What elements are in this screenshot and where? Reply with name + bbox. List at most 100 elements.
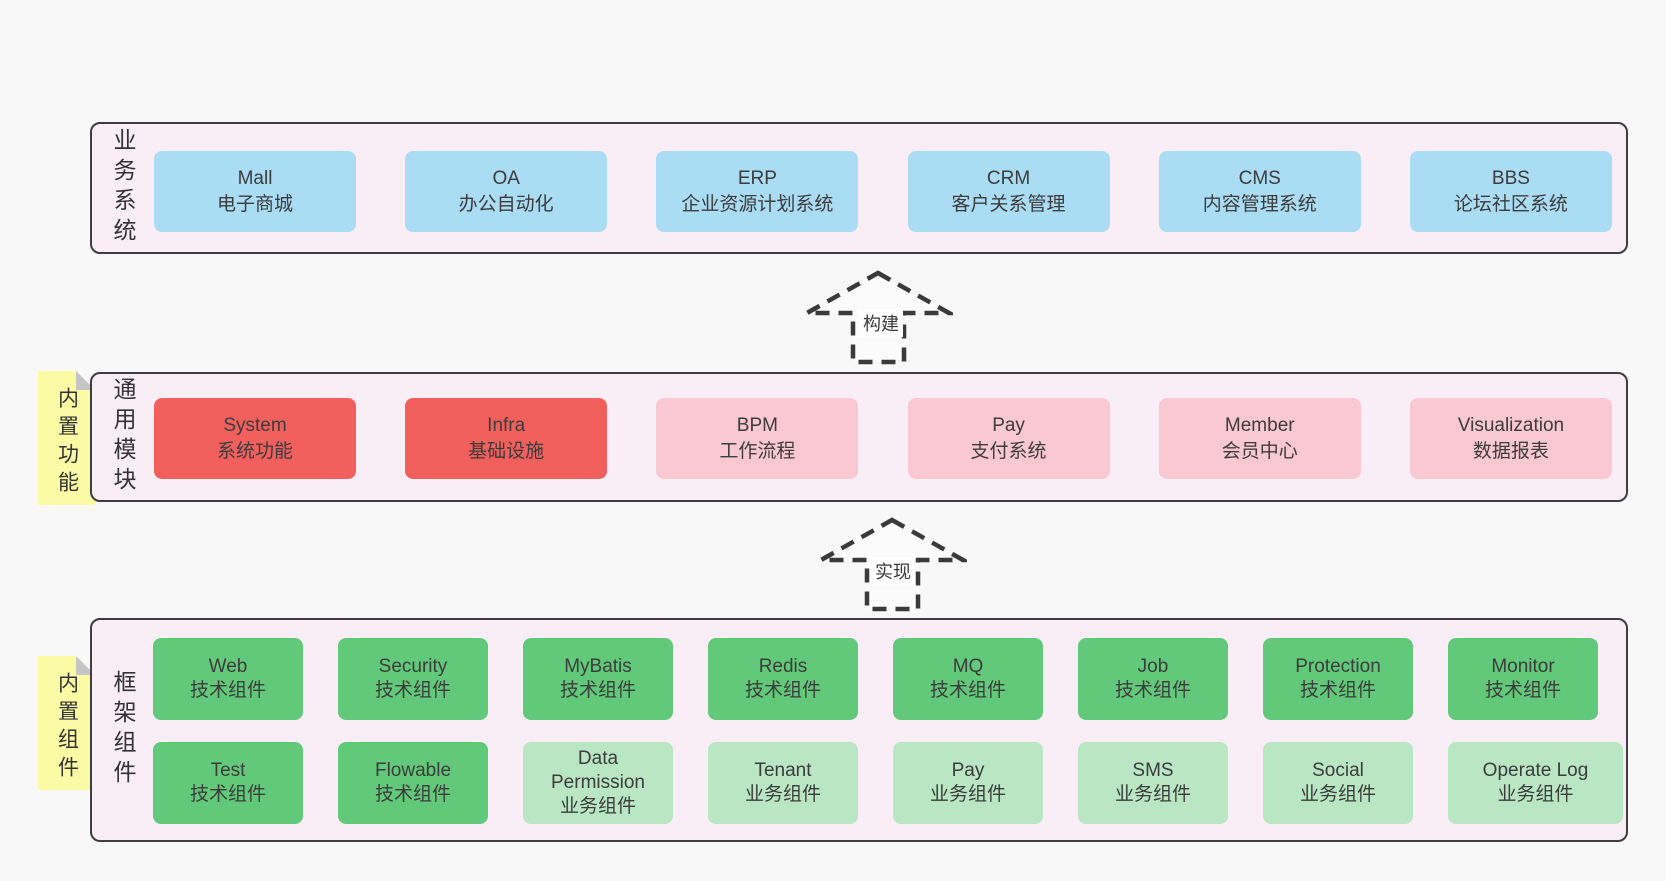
box-title: Protection <box>1295 656 1381 677</box>
band-components-label: 框架组件 <box>110 670 136 790</box>
box-bbs: BBS 论坛社区系统 <box>1409 151 1612 232</box>
box-title: Flowable <box>374 760 452 781</box>
box-subtitle: 技术组件 <box>1299 680 1376 701</box>
box-subtitle: 技术组件 <box>559 680 636 701</box>
box-subtitle: 支付系统 <box>970 440 1047 462</box>
box-title: Operate Log <box>1482 760 1589 781</box>
box-title: Pay <box>992 414 1025 436</box>
box-subtitle: 技术组件 <box>1114 680 1191 701</box>
box-social: Social 业务组件 <box>1263 742 1413 824</box>
box-subtitle: 企业资源计划系统 <box>681 193 834 215</box>
box-subtitle: 论坛社区系统 <box>1453 193 1568 215</box>
band-business-label: 业务系统 <box>110 128 136 248</box>
box-operate-log: Operate Log 业务组件 <box>1448 742 1623 824</box>
box-title: System <box>223 414 287 436</box>
box-subtitle: 基础设施 <box>468 440 545 462</box>
box-monitor: Monitor 技术组件 <box>1448 638 1598 720</box>
box-security: Security 技术组件 <box>338 638 488 720</box>
box-title: Pay <box>951 760 985 781</box>
box-title: BPM <box>736 414 778 436</box>
box-subtitle: 技术组件 <box>189 680 266 701</box>
box-title: Redis <box>758 656 808 677</box>
box-title: BBS <box>1491 167 1530 189</box>
box-subtitle: 技术组件 <box>189 784 266 805</box>
sticky-note-built-in-components: 内置组件 <box>38 656 95 790</box>
components-row-2: Test 技术组件 Flowable 技术组件 Data Permission … <box>153 742 1623 824</box>
box-subtitle: 系统功能 <box>216 440 293 462</box>
box-title: CMS <box>1238 167 1281 189</box>
note-text: 内置组件 <box>55 672 79 784</box>
box-subtitle: 数据报表 <box>1472 440 1549 462</box>
box-web: Web 技术组件 <box>153 638 303 720</box>
box-title: SMS <box>1132 760 1174 781</box>
build-arrow-label: 构建 <box>859 309 903 337</box>
modules-box-row: System 系统功能 Infra 基础设施 BPM 工作流程 Pay 支付系统… <box>154 398 1612 479</box>
box-title: Security <box>378 656 448 677</box>
box-title: Job <box>1137 656 1169 677</box>
box-redis: Redis 技术组件 <box>708 638 858 720</box>
box-mq: MQ 技术组件 <box>893 638 1043 720</box>
box-subtitle: 客户关系管理 <box>951 193 1066 215</box>
box-subtitle: 技术组件 <box>1484 680 1561 701</box>
box-member: Member 会员中心 <box>1158 398 1361 479</box>
box-title: ERP <box>737 167 777 189</box>
box-tenant: Tenant 业务组件 <box>708 742 858 824</box>
box-title: Social <box>1312 760 1364 781</box>
box-subtitle: 技术组件 <box>744 680 821 701</box>
band-framework-components: 框架组件 Web 技术组件 Security 技术组件 MyBatis 技术组件… <box>90 618 1628 842</box>
box-subtitle: 业务组件 <box>1299 784 1376 805</box>
box-cms: CMS 内容管理系统 <box>1158 151 1361 232</box>
box-title: Member <box>1224 414 1295 436</box>
box-subtitle: 业务组件 <box>559 796 636 817</box>
box-infra: Infra 基础设施 <box>405 398 608 479</box>
components-row-1: Web 技术组件 Security 技术组件 MyBatis 技术组件 Redi… <box>153 638 1598 720</box>
box-subtitle: 办公自动化 <box>458 193 554 215</box>
band-modules-label: 通用模块 <box>110 377 136 497</box>
box-subtitle: 工作流程 <box>719 440 796 462</box>
box-bpm: BPM 工作流程 <box>656 398 859 479</box>
box-title: Visualization <box>1457 414 1565 436</box>
box-flowable: Flowable 技术组件 <box>338 742 488 824</box>
implement-arrow-label: 实现 <box>871 557 915 585</box>
box-protection: Protection 技术组件 <box>1263 638 1413 720</box>
box-data-permission: Data Permission 业务组件 <box>523 742 673 824</box>
box-title: Infra <box>487 414 526 436</box>
box-pay: Pay 支付系统 <box>907 398 1110 479</box>
band-common-modules: 通用模块 System 系统功能 Infra 基础设施 BPM 工作流程 Pay… <box>90 372 1628 502</box>
box-subtitle: 技术组件 <box>374 784 451 805</box>
sticky-note-built-in-features: 内置功能 <box>38 371 95 505</box>
box-title: Tenant <box>754 760 812 781</box>
box-test: Test 技术组件 <box>153 742 303 824</box>
box-subtitle: 会员中心 <box>1221 440 1298 462</box>
box-title: OA <box>492 167 520 189</box>
box-mybatis: MyBatis 技术组件 <box>523 638 673 720</box>
box-subtitle: 电子商城 <box>216 193 293 215</box>
box-crm: CRM 客户关系管理 <box>907 151 1110 232</box>
business-box-row: Mall 电子商城 OA 办公自动化 ERP 企业资源计划系统 CRM 客户关系… <box>154 151 1612 232</box>
box-pay-component: Pay 业务组件 <box>893 742 1043 824</box>
box-oa: OA 办公自动化 <box>405 151 608 232</box>
box-title: MyBatis <box>564 656 632 677</box>
note-text: 内置功能 <box>55 387 79 499</box>
box-visualization: Visualization 数据报表 <box>1409 398 1612 479</box>
box-system: System 系统功能 <box>154 398 356 479</box>
box-subtitle: 技术组件 <box>929 680 1006 701</box>
box-title: Data Permission <box>551 748 645 793</box>
box-title: CRM <box>986 167 1031 189</box>
box-subtitle: 业务组件 <box>1114 784 1191 805</box>
box-title: MQ <box>952 656 984 677</box>
box-subtitle: 业务组件 <box>744 784 821 805</box>
box-title: Test <box>210 760 246 781</box>
box-title: Monitor <box>1491 656 1555 677</box>
box-title: Mall <box>237 167 273 189</box>
box-job: Job 技术组件 <box>1078 638 1228 720</box>
box-subtitle: 业务组件 <box>929 784 1006 805</box>
box-subtitle: 内容管理系统 <box>1202 193 1317 215</box>
band-business-systems: 业务系统 Mall 电子商城 OA 办公自动化 ERP 企业资源计划系统 CRM… <box>90 122 1628 254</box>
box-sms: SMS 业务组件 <box>1078 742 1228 824</box>
box-mall: Mall 电子商城 <box>154 151 356 232</box>
box-subtitle: 技术组件 <box>374 680 451 701</box>
box-erp: ERP 企业资源计划系统 <box>656 151 859 232</box>
box-subtitle: 业务组件 <box>1497 784 1574 805</box>
